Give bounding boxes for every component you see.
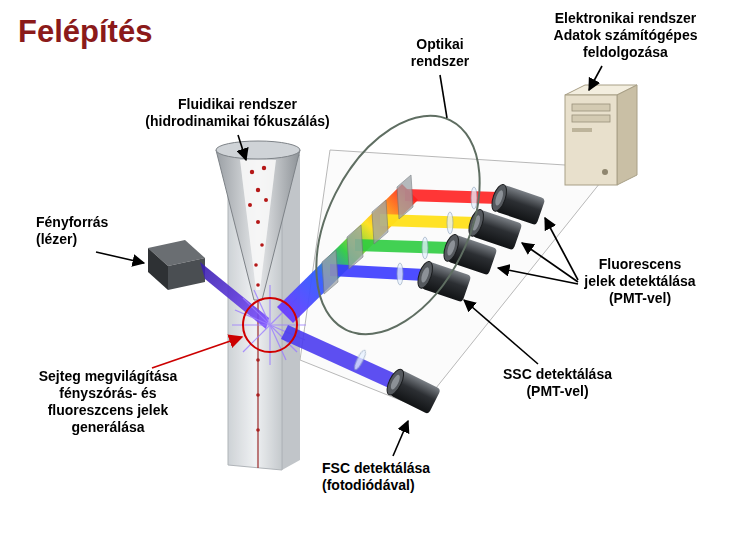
computer-tower bbox=[565, 85, 637, 185]
callout-label: Optikai rendszer bbox=[400, 36, 480, 70]
photodiode-detector bbox=[384, 367, 441, 414]
slide-title: Felépítés bbox=[18, 14, 152, 50]
lenses bbox=[352, 187, 477, 371]
laser-box bbox=[148, 240, 205, 290]
optics-ellipse bbox=[283, 89, 513, 361]
laser-beam bbox=[200, 262, 269, 329]
callout-label: Fényforrás (lézer) bbox=[36, 214, 126, 248]
leader-lines bbox=[96, 66, 602, 456]
fsc-beam bbox=[281, 325, 398, 389]
callout-label: Elektronikai rendszer Adatok számítógépe… bbox=[548, 10, 703, 61]
callout-label: FSC detektálása (fotodiódával) bbox=[322, 460, 442, 494]
emission-beam bbox=[277, 184, 418, 323]
flow-cell bbox=[216, 141, 300, 470]
interrogation-circle bbox=[243, 298, 297, 352]
callout-label: Fluorescens jelek detektálása (PMT-vel) bbox=[583, 256, 697, 307]
callout-label: SSC detektálása (PMT-vel) bbox=[500, 366, 615, 400]
callout-label: Fluidikai rendszer (hidrodinamikai fókus… bbox=[135, 96, 340, 130]
callout-label: Sejteg megvilágítása fényszórás- és fluo… bbox=[33, 368, 183, 436]
red-leader-line bbox=[152, 337, 242, 368]
